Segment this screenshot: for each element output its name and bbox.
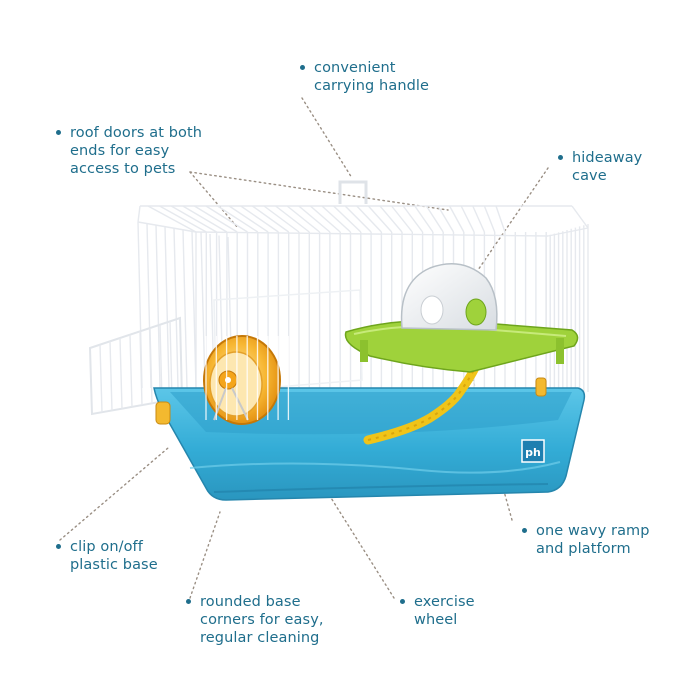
exercise-wheel-shape [203, 335, 281, 425]
leader-corners [189, 511, 221, 599]
cage-wire-roof [170, 205, 217, 233]
callout-line: access to pets [70, 161, 176, 177]
callout-line: wheel [414, 612, 458, 628]
bullet-dot [300, 65, 305, 70]
cage-wire-roof [344, 205, 372, 233]
leader-handle [301, 97, 353, 179]
callout-clip-base: clip on/off plastic base [56, 538, 158, 574]
cage-wire-roof [460, 205, 475, 233]
cage-wire-roof [298, 205, 331, 233]
cage-wire-roof [182, 205, 228, 233]
cage-frame-rail [137, 221, 197, 233]
side-door-wire-bar [139, 331, 143, 406]
callout-hideaway-cave: hideaway cave [558, 149, 643, 185]
cage-frame-rail [571, 205, 589, 229]
callout-line: carrying handle [314, 78, 430, 94]
side-door-wire-bar [99, 344, 103, 413]
cage-wire-roof [205, 205, 248, 233]
callout-line: and platform [536, 541, 631, 557]
bullet-dot [558, 155, 563, 160]
cage-wire-roof [379, 205, 403, 233]
cage-wire-roof [159, 205, 207, 233]
cage-wire-roof [391, 205, 413, 233]
cage-wire-roof [367, 205, 393, 233]
cage-wire-left [200, 232, 206, 389]
cage-wire-roof [448, 205, 465, 233]
cage-wire-roof [251, 205, 290, 233]
carrying-handle-wire [338, 180, 368, 204]
callout-carrying-handle: convenient carrying handle [300, 59, 430, 95]
callout-line: corners for easy, [200, 612, 324, 628]
brand-logo-text: ph [525, 446, 541, 459]
cage-wire-roof [437, 205, 455, 233]
cage-frame-rail [195, 231, 549, 237]
leader-roof-2 [189, 171, 449, 211]
bullet-dot [56, 130, 61, 135]
cage-wire-roof [414, 205, 434, 233]
callout-line: regular cleaning [200, 630, 320, 646]
side-door-wire-bar [149, 328, 153, 404]
cage-wire-roof [147, 205, 197, 233]
cage-wire-roof [402, 205, 424, 233]
callout-line: convenient [314, 60, 396, 76]
callout-rounded-corners: rounded base corners for easy, regular c… [186, 593, 324, 647]
cage-wire-roof [495, 205, 506, 233]
cage-wire-roof [228, 205, 269, 233]
wire-cage-front [205, 336, 290, 420]
cage-wire-left [164, 226, 170, 389]
side-door-wire-bar [109, 341, 113, 411]
cage-wire-roof [425, 205, 444, 233]
callout-line: one wavy ramp [536, 523, 650, 539]
base-clip-right [535, 377, 547, 397]
callout-line: rounded base [200, 594, 301, 610]
leader-clip [59, 447, 169, 541]
side-door-wire-bar [169, 321, 173, 400]
callout-line: exercise [414, 594, 475, 610]
bullet-dot [522, 528, 527, 533]
cage-wire-roof [333, 205, 362, 233]
callout-wavy-ramp: one wavy ramp and platform [522, 522, 650, 558]
cage-wire-roof [356, 205, 382, 233]
callout-line: cave [572, 168, 607, 184]
cage-wire-roof [275, 205, 310, 233]
cage-wire-roof [321, 205, 351, 233]
cage-wire-roof [309, 205, 341, 233]
leader-roof-1 [189, 171, 239, 229]
callout-line: roof doors at both [70, 125, 203, 141]
side-door-wire-bar [129, 334, 133, 407]
cage-wire-left [173, 227, 179, 389]
leader-cave [477, 167, 549, 271]
callout-line: clip on/off [70, 539, 143, 555]
callout-roof-doors: roof doors at both ends for easy access … [56, 124, 203, 178]
cage-frame-rail [137, 205, 141, 223]
base-clip-left [155, 401, 171, 425]
cage-wire-left [182, 229, 188, 389]
cage-wire-roof [472, 205, 486, 233]
bullet-dot [186, 599, 191, 604]
bullet-dot [400, 599, 405, 604]
bullet-dot [56, 544, 61, 549]
callout-line: hideaway [572, 150, 643, 166]
cage-wire-roof [483, 205, 496, 233]
brand-logo [521, 439, 545, 463]
callout-line: plastic base [70, 557, 158, 573]
hideaway-cave-shape [400, 263, 498, 331]
callout-line: ends for easy [70, 143, 170, 159]
cage-wire-roof [240, 205, 279, 233]
side-door-wire-bar [119, 338, 123, 409]
callout-exercise-wheel: exercise wheel [400, 593, 475, 629]
cage-wire-roof [286, 205, 321, 233]
cage-wire-roof [263, 205, 300, 233]
cage-wire-roof [217, 205, 259, 233]
cage-wire-left [155, 224, 161, 389]
cage-frame-rail [547, 227, 589, 237]
cage-wire-roof [194, 205, 238, 233]
